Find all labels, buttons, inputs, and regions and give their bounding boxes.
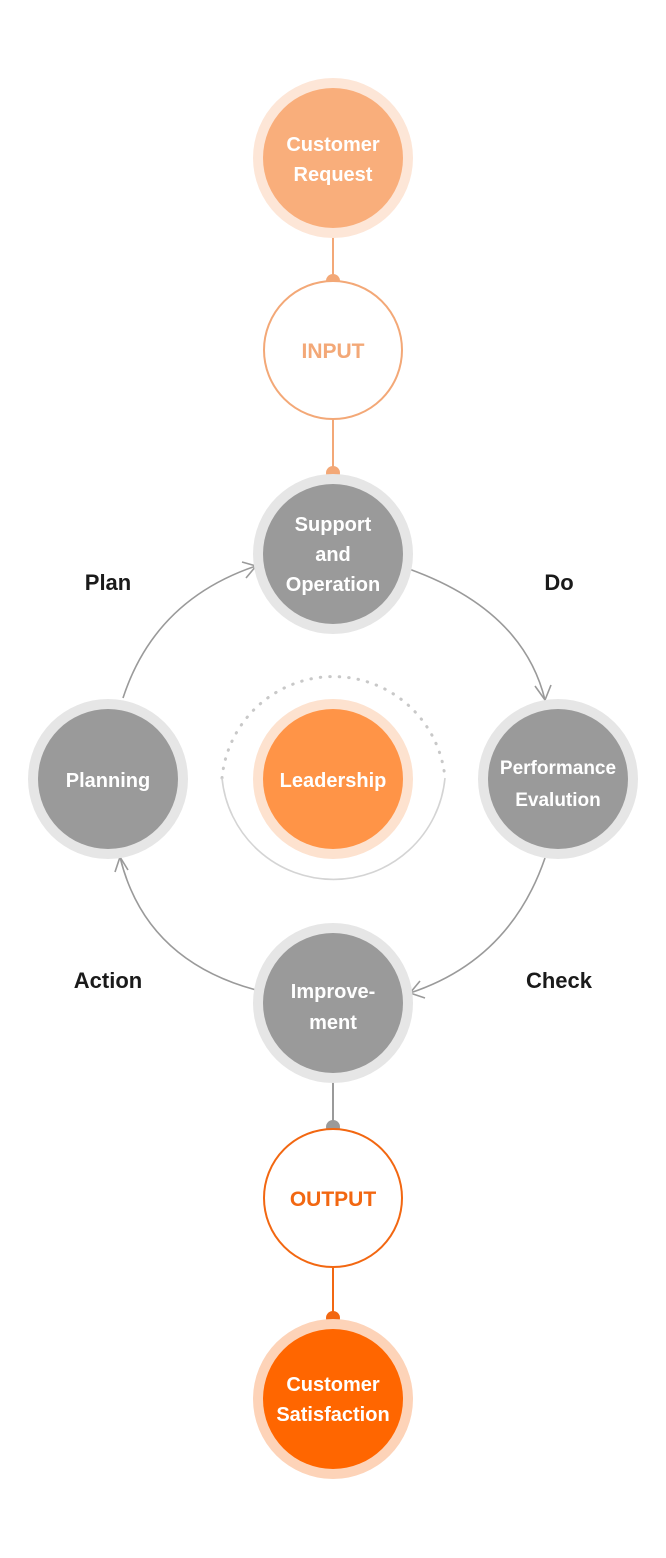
support-operation-line2: and: [315, 544, 351, 566]
input-label: INPUT: [302, 340, 365, 363]
customer-satisfaction-line2: Satisfaction: [276, 1404, 389, 1426]
leadership-dotted-arc: [220, 675, 447, 780]
pdca-action-label: Action: [74, 968, 142, 993]
arrow-do: [408, 568, 546, 701]
planning-node: Planning: [28, 699, 188, 859]
performance-evaluation-line1: Performance: [500, 758, 616, 779]
arrow-do-head: [534, 684, 552, 702]
arrow-action: [119, 856, 257, 991]
arrow-plan: [122, 565, 257, 699]
support-operation-line1: Support: [295, 514, 372, 536]
pdca-do-label: Do: [544, 570, 573, 595]
customer-satisfaction-line1: Customer: [286, 1374, 380, 1396]
planning-label: Planning: [66, 770, 150, 792]
support-operation-line3: Operation: [286, 574, 380, 596]
leadership-label: Leadership: [280, 770, 387, 792]
arrow-check: [409, 857, 546, 994]
improvement-line2: ment: [309, 1012, 357, 1034]
customer-satisfaction-node: Customer Satisfaction: [253, 1319, 413, 1479]
pdca-check-label: Check: [526, 968, 593, 993]
leadership-node: Leadership: [253, 699, 413, 859]
input-node: INPUT: [263, 280, 403, 420]
improvement-line1: Improve-: [291, 981, 375, 1003]
customer-request-line1: Customer: [286, 134, 380, 156]
output-label: OUTPUT: [290, 1188, 377, 1211]
performance-evaluation-line2: Evalution: [515, 790, 601, 811]
support-operation-node: Support and Operation: [253, 474, 413, 634]
leadership-solid-arc: [221, 777, 446, 881]
customer-request-node: Customer Request: [253, 78, 413, 238]
pdca-plan-label: Plan: [85, 570, 131, 595]
performance-evaluation-node: Performance Evalution: [478, 699, 638, 859]
improvement-node: Improve- ment: [253, 923, 413, 1083]
output-node: OUTPUT: [263, 1128, 403, 1268]
cycle-arrows: [114, 561, 552, 999]
customer-request-line2: Request: [294, 164, 373, 186]
